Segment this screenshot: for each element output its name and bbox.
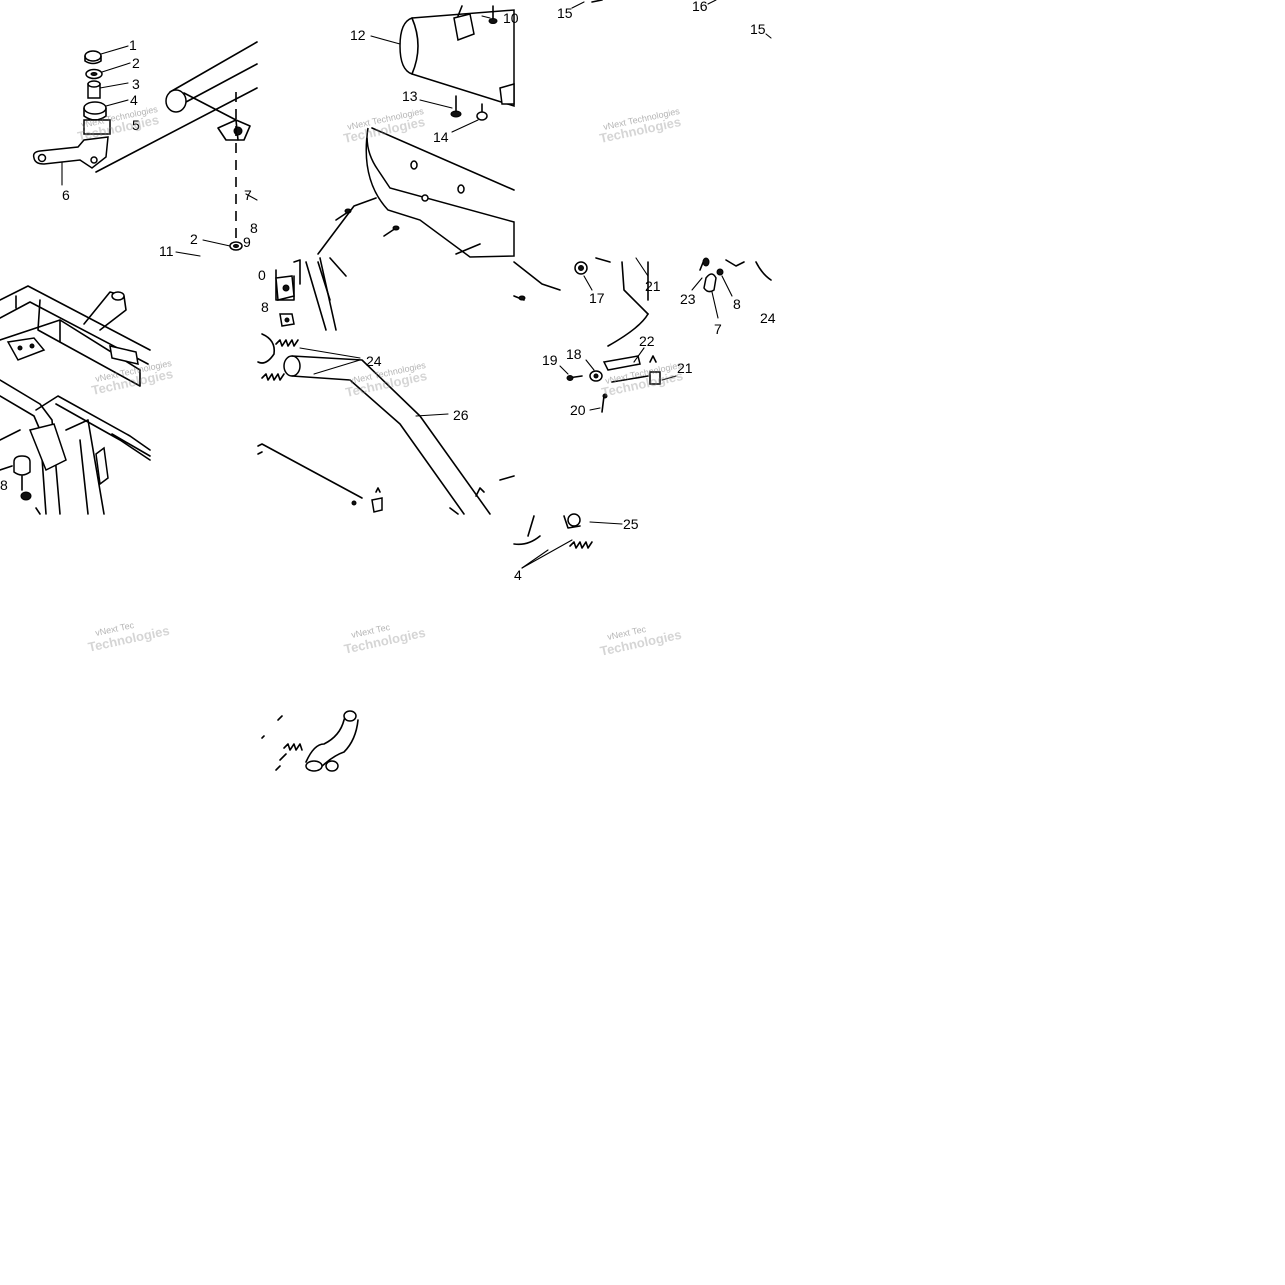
callout-8: 8 [250,220,258,236]
callout-21: 21 [645,278,661,294]
frame-group [0,285,151,515]
callout-19: 19 [542,352,558,368]
exhaust-pipe-group [257,257,515,515]
tile-masks [257,514,514,704]
callout-24: 24 [366,353,382,369]
callout-8-frame: 8 [0,477,8,493]
top-right-fragment [571,0,772,39]
callout-14: 14 [433,129,449,145]
callout-8-pipe: 8 [261,299,269,315]
callout-26: 26 [453,407,469,423]
callout-2-lower: 2 [190,231,198,247]
callout-15-right: 15 [750,21,766,37]
bracket-plate-part [32,136,109,169]
callout-20: 20 [570,402,586,418]
callout-5: 5 [132,117,140,133]
callout-3: 3 [132,76,140,92]
callout-4-lower: 4 [514,567,522,583]
callout-13: 13 [402,88,418,104]
callout-2: 2 [132,55,140,71]
callout-10: 10 [503,10,519,26]
callout-15: 15 [557,5,573,21]
callout-22: 22 [639,333,655,349]
callout-11: 11 [159,243,174,259]
callout-24-right: 24 [760,310,776,326]
heat-shield-part [365,127,515,258]
nut-part [84,50,102,62]
muffler-group [317,5,515,258]
callout-23: 23 [680,291,696,307]
callout-0: 0 [258,267,266,283]
callout-6: 6 [62,187,70,203]
clamp-part [83,119,111,135]
callout-21-lower: 21 [677,360,693,376]
mount-hardware-group [32,41,258,257]
callout-7-right: 7 [714,321,722,337]
callout-16: 16 [692,0,708,14]
callout-labels: 1 2 3 4 5 6 7 8 2 9 11 10 12 13 14 15 16… [0,0,776,583]
spring-fragment-group [513,513,623,569]
callout-7: 7 [244,187,252,203]
callout-4: 4 [130,92,138,108]
callout-12: 12 [350,27,366,43]
pipe-bend-fragment [261,710,359,772]
grommet-part [83,101,107,115]
callout-18: 18 [566,346,582,362]
callout-1: 1 [129,37,137,53]
callout-25: 25 [623,516,639,532]
bracket-hardware-group [513,257,772,413]
callout-8-right: 8 [733,296,741,312]
callout-9: 9 [243,234,251,250]
callout-17: 17 [589,290,605,306]
